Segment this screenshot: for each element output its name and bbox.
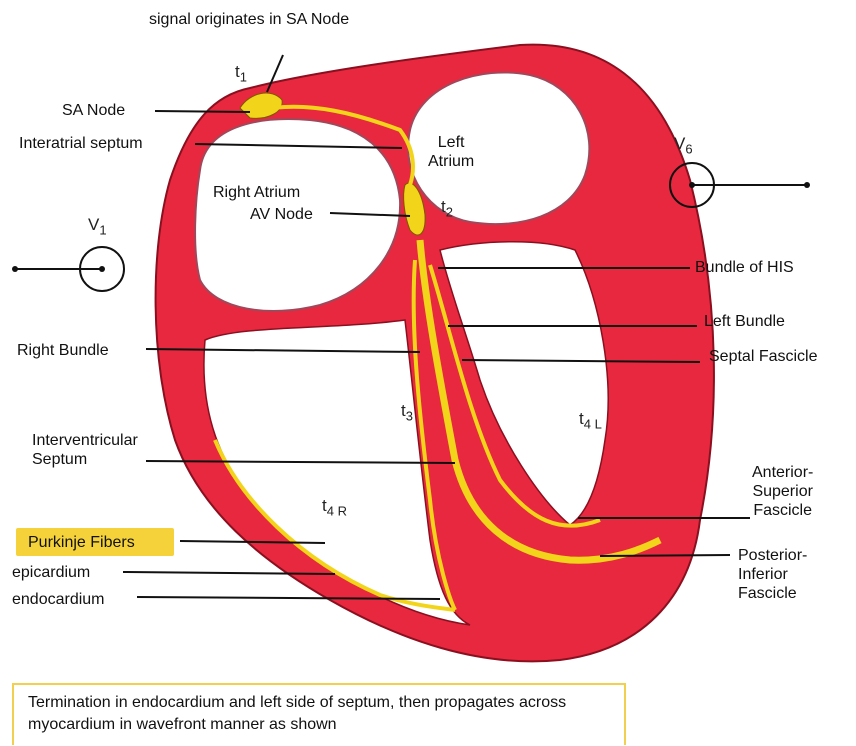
sa-node-label: SA Node (62, 101, 125, 120)
av-node-label: AV Node (250, 205, 313, 224)
right-atrium-label: Right Atrium (213, 183, 300, 202)
timing-t4l: t4 L (579, 409, 602, 431)
lead-v1-label: V1 (88, 215, 107, 237)
propagation-note: Termination in endocardium and left side… (28, 692, 628, 736)
purkinje-fibers-label: Purkinje Fibers (28, 533, 135, 552)
timing-t4r: t4 R (322, 496, 347, 518)
endocardium-label: endocardium (12, 590, 105, 609)
left-bundle-label: Left Bundle (704, 312, 785, 331)
bundle-of-his-label: Bundle of HIS (695, 258, 794, 277)
timing-t1: t1 (235, 62, 247, 84)
interatrial-septum-label: Interatrial septum (19, 134, 143, 153)
timing-t3: t3 (401, 401, 413, 423)
septal-fascicle-label: Septal Fascicle (709, 347, 818, 366)
left-atrium-label: Left Atrium (428, 133, 474, 171)
lead-v1-electrode (12, 247, 124, 291)
lead-v6-label: V6 (674, 134, 693, 156)
anterior-superior-fascicle-label: Anterior- Superior Fascicle (752, 463, 813, 520)
epicardium-label: epicardium (12, 563, 90, 582)
right-bundle-label: Right Bundle (17, 341, 109, 360)
signal-origin-label: signal originates in SA Node (149, 10, 349, 29)
posterior-inferior-fascicle-label: Posterior- Inferior Fascicle (738, 546, 807, 603)
timing-t2: t2 (441, 197, 453, 219)
interventricular-septum-label: Interventricular Septum (32, 431, 138, 469)
